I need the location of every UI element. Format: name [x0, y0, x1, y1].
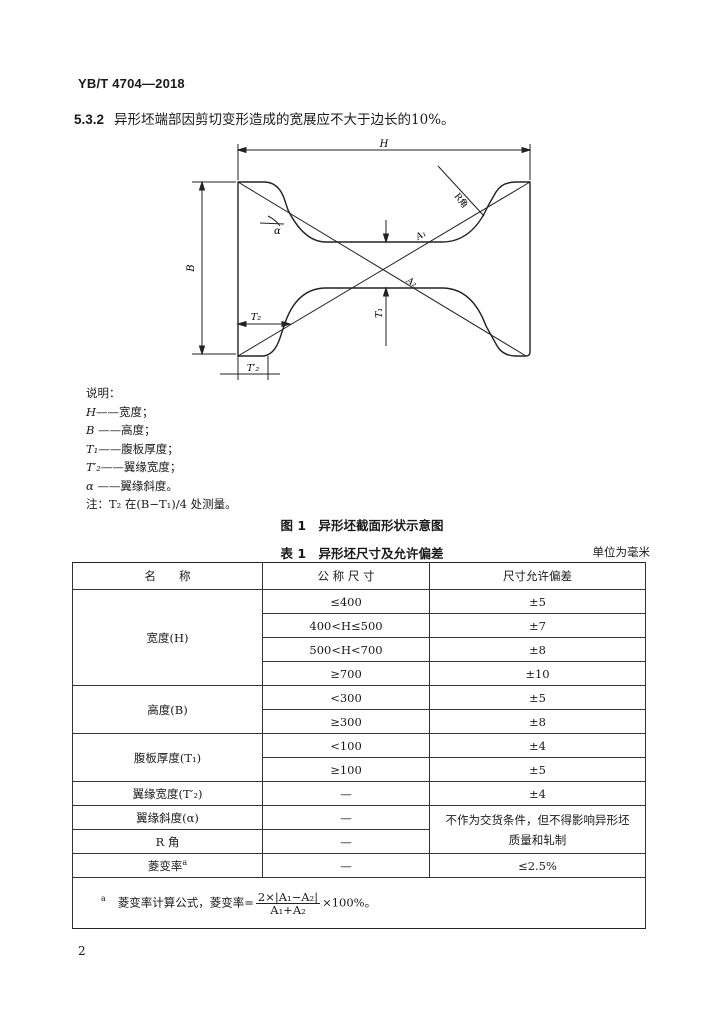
label-T2: T₂ — [251, 312, 261, 323]
legend-item-T1: T₁——腹板厚度； — [86, 441, 179, 456]
cell-tolerance: ≤2.5% — [429, 853, 646, 878]
header-tolerance: 尺寸允许偏差 — [429, 562, 646, 590]
cell-tolerance: ±8 — [429, 637, 646, 662]
cell-nominal: <300 — [262, 685, 430, 710]
label-alpha: α — [274, 226, 281, 237]
cell-tolerance: ±4 — [429, 781, 646, 806]
legend-item-T2-prime: T′₂——翼缘宽度； — [86, 460, 182, 474]
label-T2-prime: T′₂ — [247, 363, 259, 374]
cell-tolerance: ±5 — [429, 589, 646, 614]
cell-tolerance: ±5 — [429, 685, 646, 710]
cell-tolerance: ±10 — [429, 661, 646, 686]
table-row: 高度(B) <300 ±5 — [72, 685, 646, 734]
label-T1: T₁ — [374, 308, 385, 318]
cell-nominal: — — [262, 805, 430, 830]
section-diagram: H B R角 α A₁ A₂ T₁ T₂ T′₂ — [186, 139, 532, 380]
cell-nominal: ≥300 — [262, 709, 430, 734]
header-nominal: 公 称 尺 寸 — [262, 562, 430, 590]
label-A1: A₁ — [414, 229, 429, 243]
cell-name: R 角 — [72, 829, 263, 854]
label-H: H — [379, 139, 389, 150]
clause-text: 异形坯端部因剪切变形造成的宽展应不大于边长的10%。 — [114, 112, 455, 128]
table-header-row: 名 称 公 称 尺 寸 尺寸允许偏差 — [72, 562, 646, 590]
cell-nominal: ≥700 — [262, 661, 430, 686]
cell-tolerance: 不作为交货条件，但不得影响异形坯质量和轧制 — [429, 805, 646, 854]
cell-nominal: ≥100 — [262, 757, 430, 782]
formula-fraction: 2×|A₁−A₂|A₁+A₂ — [255, 889, 321, 917]
header-name: 名 称 — [72, 562, 263, 590]
document-code: YB/T 4704—2018 — [78, 76, 185, 91]
cell-tolerance: ±5 — [429, 757, 646, 782]
clause-number: 5.3.2 — [74, 112, 105, 127]
footnote-ref: a — [182, 857, 188, 867]
page-number: 2 — [78, 944, 86, 958]
cell-nominal: <100 — [262, 733, 430, 758]
cell-nominal: 500<H<700 — [262, 637, 430, 662]
cell-nominal: — — [262, 781, 430, 806]
dimension-tolerance-table: 名 称 公 称 尺 寸 尺寸允许偏差 宽度(H) ≤400 ±5 400<H≤5… — [72, 562, 646, 929]
table-row: ≥300 ±8 — [73, 709, 646, 734]
cell-name: 翼缘宽度(T′₂) — [72, 781, 263, 806]
table-row: 菱变率a — ≤2.5% — [72, 853, 646, 878]
table-caption: 表 1 异形坯尺寸及允许偏差 — [280, 546, 444, 561]
figure-caption: 图 1 异形坯截面形状示意图 — [280, 518, 444, 533]
table-unit: 单位为毫米 — [592, 545, 651, 559]
cell-tolerance: ±8 — [429, 709, 646, 734]
table-row: 腹板厚度(T₁) <100 ±4 — [72, 733, 646, 782]
legend-note: 注：T₂ 在(B−T₁)/4 处测量。 — [86, 497, 237, 511]
cell-nominal: ≤400 — [262, 589, 430, 614]
label-B: B — [186, 264, 197, 272]
table-row: 宽度(H) ≤400 ±5 — [72, 589, 646, 686]
cell-tolerance: ±4 — [429, 733, 646, 758]
cell-name: 翼缘斜度(α) — [72, 805, 263, 830]
table-row: 翼缘斜度(α) — 不作为交货条件，但不得影响异形坯质量和轧制 — [72, 805, 646, 854]
cell-nominal: — — [262, 829, 430, 854]
cell-name: 高度(B) — [72, 685, 263, 734]
legend-item-alpha: α ——翼缘斜度。 — [86, 478, 178, 493]
label-R: R角 — [452, 190, 471, 210]
table-row: 500<H<700 ±8 — [73, 637, 646, 662]
legend-item-B: B ——高度； — [86, 423, 156, 437]
clause-5-3-2: 5.3.2 异形坯端部因剪切变形造成的宽展应不大于边长的10%。 — [74, 108, 455, 128]
figure-legend: 说明： H——宽度； B ——高度； T₁——腹板厚度； T′₂——翼缘宽度； … — [86, 384, 237, 514]
cell-tolerance: ±7 — [429, 613, 646, 638]
table-row: R 角 — — [72, 829, 646, 854]
table-row: ≥100 ±5 — [73, 757, 646, 782]
table-row: 400<H≤500 ±7 — [73, 613, 646, 638]
cell-name: 菱变率a — [72, 853, 263, 878]
legend-title: 说明： — [86, 386, 121, 400]
table-row: ≥700 ±10 — [73, 661, 646, 686]
cell-nominal: 400<H≤500 — [262, 613, 430, 638]
cell-name: 宽度(H) — [72, 589, 263, 686]
label-A2: A₂ — [404, 275, 419, 289]
cell-nominal: — — [262, 853, 430, 878]
cell-name: 腹板厚度(T₁) — [72, 733, 263, 782]
legend-item-H: H——宽度； — [86, 404, 154, 419]
table-row: 翼缘宽度(T′₂) — ±4 — [72, 781, 646, 806]
